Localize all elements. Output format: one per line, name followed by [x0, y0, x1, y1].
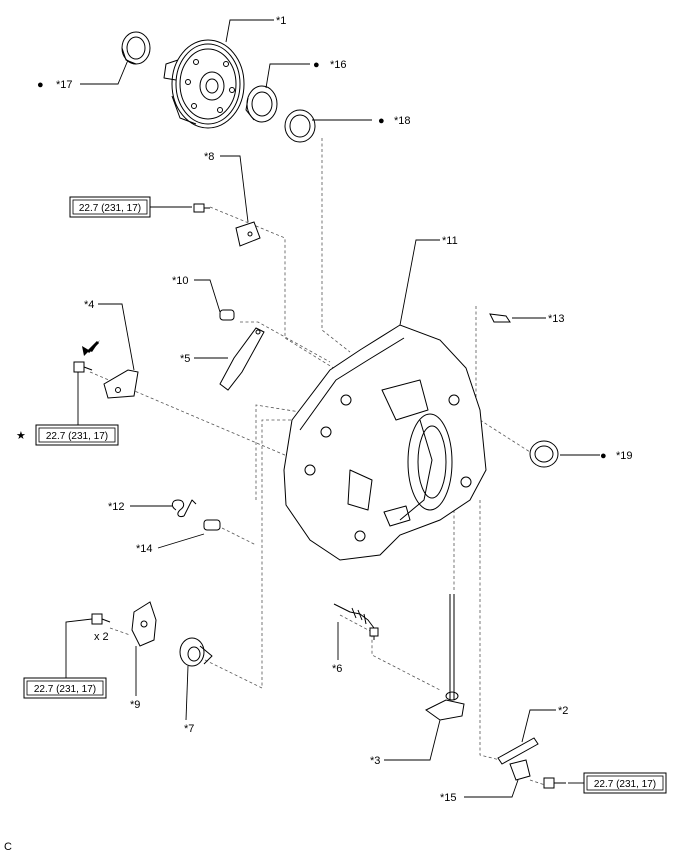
bolt-4: [73, 361, 93, 373]
corner-code: C: [4, 841, 12, 852]
lever-5: [219, 327, 265, 391]
quantity-label: x 2: [94, 631, 109, 643]
callout-4: *4: [84, 299, 94, 311]
callout-6: *6: [332, 663, 342, 675]
leader-lines: [65, 19, 600, 798]
callout-1: *1: [276, 15, 286, 27]
callout-13: *13: [548, 313, 565, 325]
torque-box-9: 22.7 (231, 17): [23, 677, 107, 699]
pin-14: [203, 519, 221, 531]
outer-race-18: [284, 109, 316, 143]
bearing-17: [121, 31, 151, 65]
callout-8: *8: [204, 151, 214, 163]
callout-11: *11: [442, 235, 458, 247]
bearing-16: [245, 85, 278, 123]
plate-8: [235, 221, 261, 247]
bullet-icon: ●: [313, 59, 320, 71]
bullet-icon: ●: [378, 115, 385, 127]
star-icon: ★: [16, 430, 26, 442]
torque-value-8: 22.7 (231, 17): [79, 203, 141, 214]
bolt-9: [91, 613, 111, 625]
callout-5: *5: [180, 353, 190, 365]
torque-box-4: 22.7 (231, 17): [35, 424, 119, 446]
differential-gear-assembly: [163, 39, 245, 129]
torque-box-8: 22.7 (231, 17): [69, 196, 151, 218]
callout-18: *18: [394, 115, 411, 127]
callout-17: *17: [56, 79, 73, 91]
bullet-icon: ●: [600, 450, 607, 462]
callout-3: *3: [370, 755, 380, 767]
shaft-3: [425, 594, 465, 721]
bullet-icon: ●: [37, 79, 44, 91]
bracket-4: [103, 369, 139, 399]
transaxle-case-11: [283, 324, 487, 561]
assembly-dashed-lines: [89, 138, 546, 786]
rod-2: [497, 737, 539, 765]
pin-10: [219, 309, 235, 321]
install-direction-arrow-icon: [82, 340, 100, 356]
callout-15: *15: [440, 792, 457, 804]
torque-value-4: 22.7 (231, 17): [46, 431, 108, 442]
torque-value-9: 22.7 (231, 17): [34, 684, 96, 695]
callout-9: *9: [130, 699, 140, 711]
bolt-15: [543, 777, 566, 789]
symbol-marks: ● ● ● ● ★ x 2 C: [4, 59, 607, 852]
bracket-9: [131, 601, 157, 647]
callout-16: *16: [330, 59, 347, 71]
plate-15: [509, 759, 531, 781]
callout-10: *10: [172, 275, 189, 287]
callout-19: *19: [616, 450, 633, 462]
bolt-8: [193, 203, 210, 213]
detent-7: [179, 637, 213, 667]
callout-14: *14: [136, 543, 153, 555]
torque-value-15: 22.7 (231, 17): [594, 779, 656, 790]
torque-box-15: 22.7 (231, 17): [583, 772, 667, 794]
oil-seal-19: [529, 440, 559, 468]
callout-7: *7: [184, 723, 194, 735]
callout-labels: *1 *2 *3 *4 *5 *6 *7 *8 *9 *10 *11 *12 *…: [56, 15, 633, 804]
clip-13: [489, 313, 511, 323]
rod-6: [333, 603, 379, 640]
callout-2: *2: [558, 705, 568, 717]
spring-12: [171, 499, 197, 517]
callout-12: *12: [108, 501, 125, 513]
